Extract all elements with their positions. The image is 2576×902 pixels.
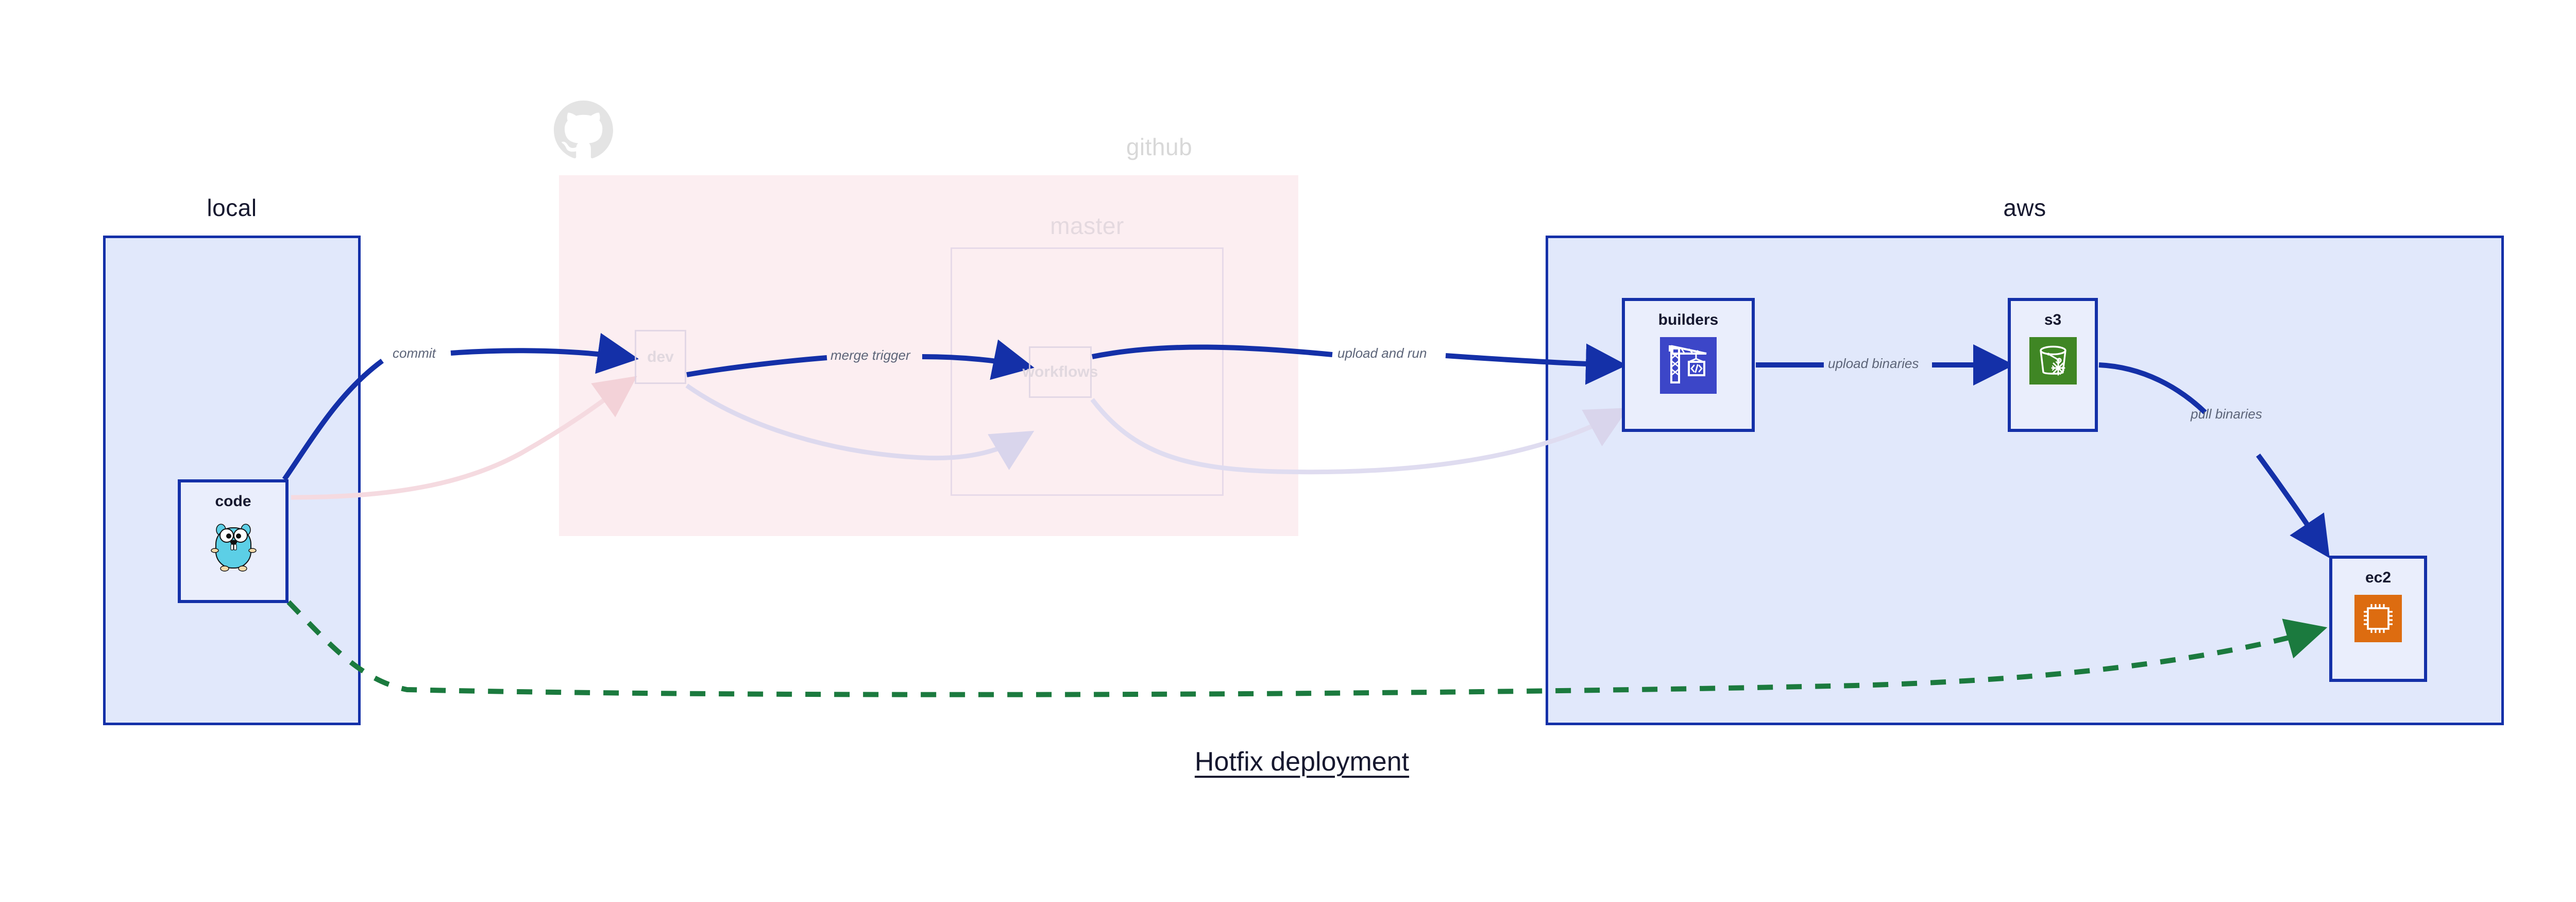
group-master-label: master bbox=[1050, 212, 1124, 239]
aws-s3-glacier-icon bbox=[2029, 337, 2077, 387]
edge-label-pull-binaries: pull binaries bbox=[2191, 406, 2262, 422]
node-ec2-label: ec2 bbox=[2365, 569, 2392, 586]
node-ec2[interactable]: ec2 bbox=[2329, 556, 2427, 682]
node-dev[interactable]: dev bbox=[635, 330, 686, 384]
node-workflows-label: workflows bbox=[1022, 363, 1098, 380]
github-logo-icon bbox=[554, 101, 613, 160]
node-code[interactable]: code bbox=[178, 479, 289, 603]
aws-ec2-icon bbox=[2354, 595, 2402, 645]
edge-label-merge-trigger: merge trigger bbox=[831, 347, 910, 363]
node-code-label: code bbox=[215, 493, 251, 510]
aws-codebuild-icon bbox=[1660, 337, 1717, 396]
group-github-label: github bbox=[1126, 133, 1193, 160]
group-local-label: local bbox=[207, 194, 257, 221]
go-gopher-icon bbox=[210, 519, 257, 577]
group-master bbox=[951, 247, 1224, 496]
edge-label-upload-and-run: upload and run bbox=[1337, 345, 1427, 361]
edge-label-commit: commit bbox=[393, 345, 436, 361]
edge-label-upload-binaries: upload binaries bbox=[1828, 356, 1919, 371]
node-s3[interactable]: s3 bbox=[2008, 298, 2098, 432]
node-dev-label: dev bbox=[647, 348, 674, 365]
diagram-title: Hotfix deployment bbox=[1194, 747, 1410, 777]
node-s3-label: s3 bbox=[2044, 311, 2062, 328]
node-builders[interactable]: builders bbox=[1622, 298, 1755, 432]
group-aws-label: aws bbox=[2003, 194, 2046, 221]
node-builders-label: builders bbox=[1658, 311, 1719, 328]
node-workflows[interactable]: workflows bbox=[1023, 346, 1098, 398]
